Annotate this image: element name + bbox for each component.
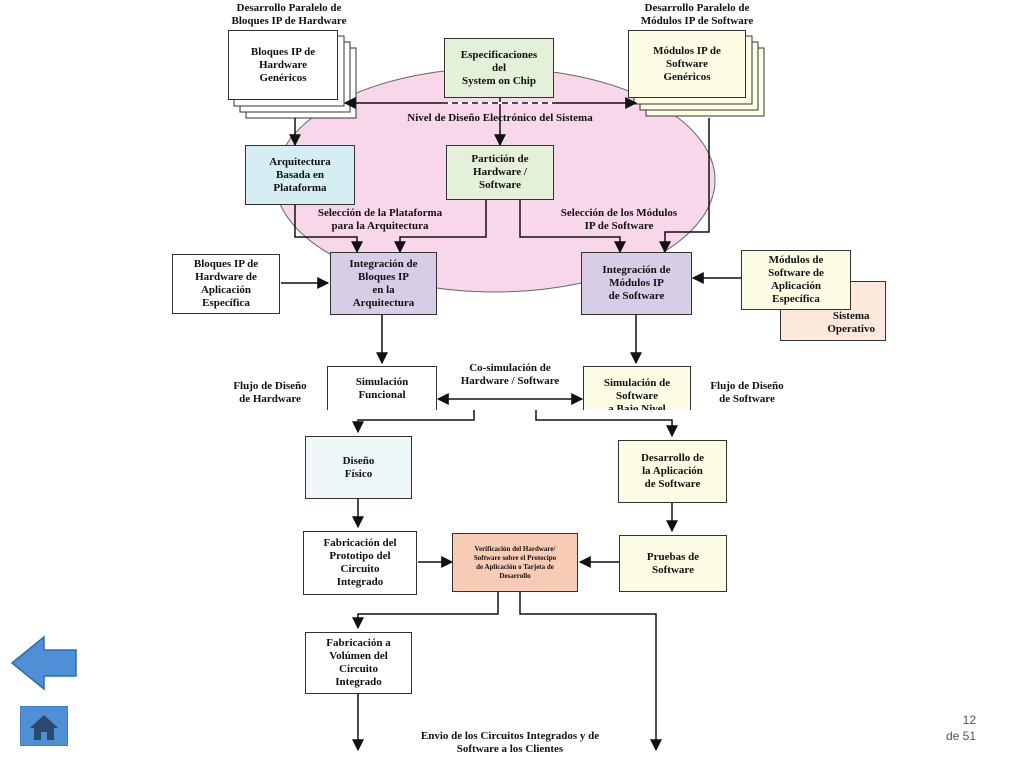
label-system-level: Nivel de Diseño Electrónico del Sistema [407,112,593,124]
box-physical-design: Diseño Físico [305,436,412,499]
connector-arch-hwintegration [294,205,363,254]
box-architecture: Arquitectura Basada en Plataforma [245,145,355,205]
back-button[interactable] [10,635,78,691]
home-button[interactable] [19,705,69,747]
box-hw-generic: Bloques IP de Hardware Genéricos [228,30,338,100]
box-hw-integration: Integración de Bloques IP en la Arquitec… [330,252,437,315]
box-sw-app-specific: Módulos de Software de Aplicación Especí… [741,250,851,310]
header-hw-parallel: Desarrollo Paralelo de Bloques IP de Har… [231,2,347,27]
connector-swgeneric-swintegration [659,118,710,254]
box-sw-integration: Integración de Módulos IP de Software [581,252,692,315]
connector-verification-volume [352,592,499,630]
label-delivery: Envio de los Circuitos Integrados y de S… [420,730,600,755]
connector-partition-hwintegration [394,193,487,254]
box-prototype: Fabricación del Prototipo del Circuito I… [303,531,417,595]
label-cosim: Co-simulación de Hardware / Software [460,362,560,387]
connector-partition-swintegration [519,193,626,254]
box-volume-fab: Fabricación a Volúmen del Circuito Integ… [305,632,412,694]
box-sw-sim: Simulación de Software a Bajo Nivel [583,366,691,410]
box-verification: Verificación del Hardware/ Software sobr… [452,533,578,592]
os-label: Sistema Operativo [827,310,875,335]
connector-cosim-physdesign [352,410,475,434]
box-functional-sim: Simulación Funcional [327,366,437,410]
connector-verification-delivery [519,592,662,752]
home-icon [19,705,69,747]
left-arrow-icon [10,635,77,691]
label-sw-flow: Flujo de Diseño de Software [710,380,784,405]
label-module-select: Selección de los Módulos IP de Software [560,207,678,232]
box-sw-tests: Pruebas de Software [619,535,727,592]
box-partition: Partición de Hardware / Software [446,145,554,200]
box-sw-generic: Módulos IP de Software Genéricos [628,30,746,98]
page-number: 12 de 51 [945,713,976,743]
label-hw-flow: Flujo de Diseño de Hardware [233,380,307,405]
label-platform-select: Selección de la Plataforma para la Arqui… [317,207,443,232]
box-specs: Especificaciones del System on Chip [444,38,554,98]
header-sw-parallel: Desarrollo Paralelo de Módulos IP de Sof… [640,2,754,27]
box-app-dev: Desarrollo de la Aplicación de Software [618,440,727,503]
connector-cosim-appdev [535,410,678,438]
box-hw-app-specific: Bloques IP de Hardware de Aplicación Esp… [172,254,280,314]
